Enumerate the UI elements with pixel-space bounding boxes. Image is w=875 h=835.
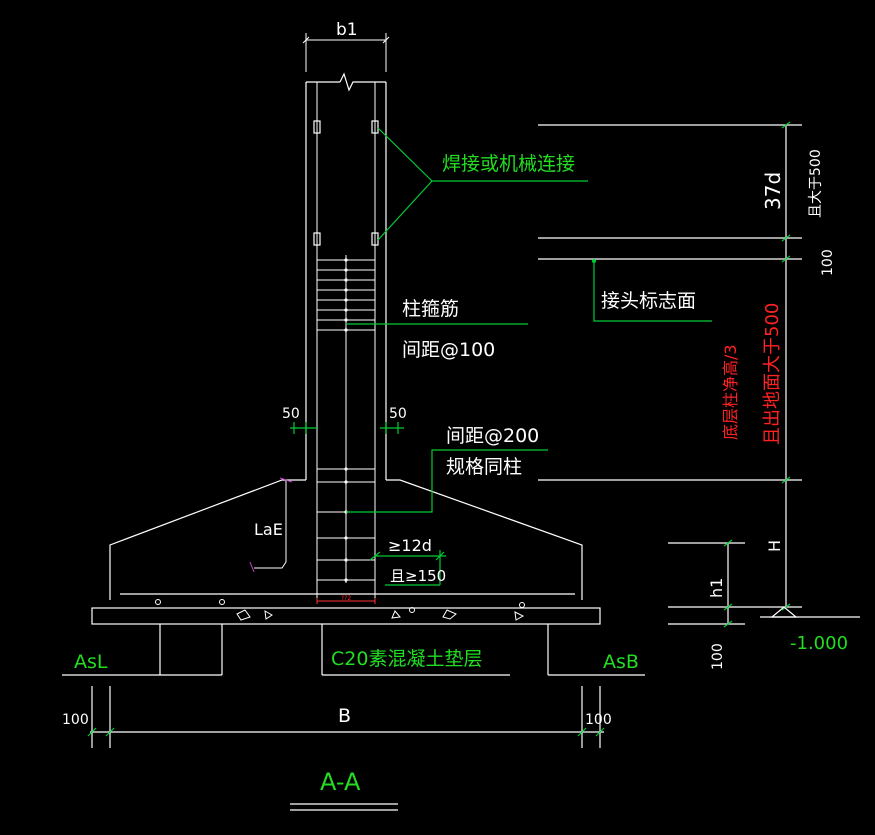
stirrup-dot: [344, 308, 348, 312]
stirrup-label: 柱箍筋: [402, 298, 459, 320]
stirrup-dot: [344, 258, 348, 262]
b1-dimension: [302, 33, 390, 72]
red-line1-label: 底层柱净高/3: [721, 344, 740, 440]
dim-B-label: B: [338, 705, 351, 727]
footing-outline: [62, 479, 645, 676]
elevation-marker: [760, 606, 860, 618]
weld-leader: [377, 127, 588, 241]
stirrup-dot: [344, 536, 348, 540]
stirrup-dot: [344, 328, 348, 332]
lae-label: LaE: [254, 520, 283, 539]
asb-label: AsB: [603, 651, 639, 673]
stirrup-dot: [344, 578, 348, 582]
fifty-left-label: 50: [282, 406, 300, 422]
lae-hook: [249, 477, 293, 573]
dim-100-rightb-label: 100: [585, 712, 612, 728]
dim-37d-label: 37d: [761, 172, 785, 210]
h-label: H: [765, 540, 784, 552]
stirrup-dot: [344, 288, 348, 292]
stirrup-dot: [344, 298, 348, 302]
stirrups-spacing-100: [317, 258, 375, 471]
longitudinal-bars: [313, 82, 379, 600]
section-title: A-A: [320, 768, 361, 796]
same-spec-label: 规格同柱: [446, 456, 522, 478]
section-underline: [290, 803, 398, 811]
spacing100-label: 间距@100: [402, 339, 495, 361]
ge12d-dimension: [369, 550, 446, 586]
dim-100-right-label: 100: [710, 643, 726, 670]
column-outline: [305, 72, 387, 480]
ge500-label: 且大于500: [808, 149, 824, 218]
red-line2-label: 且出地面大于500: [762, 303, 783, 445]
asl-label: AsL: [74, 651, 108, 673]
joint-face-leader: [592, 259, 712, 322]
spacing200-label: 间距@200: [446, 425, 539, 447]
dim-100-top-label: 100: [820, 249, 836, 276]
dimension-ticks: [723, 121, 791, 628]
ge12d-label: ≥12d: [388, 536, 432, 555]
weld-label: 焊接或机械连接: [442, 153, 575, 175]
stirrup-dot: [344, 268, 348, 272]
bottom-rebar-mark: [316, 598, 376, 604]
b-dimension: [87, 686, 605, 748]
tiny-center-label: ??2: [341, 595, 351, 602]
b1-label: b1: [336, 20, 358, 40]
stirrup-dot: [344, 318, 348, 322]
stirrup-dot: [344, 480, 348, 484]
footing-stirrup-leader: [346, 449, 548, 513]
fifty-right-label: 50: [389, 406, 407, 422]
fifty-markers: [290, 422, 404, 434]
dim-100-left-label: 100: [62, 712, 89, 728]
stirrup-dot: [344, 278, 348, 282]
c20-label: C20素混凝土垫层: [331, 648, 482, 670]
stirrup-dot: [344, 558, 348, 562]
stirrup-dot: [344, 467, 348, 471]
elevation-label: -1.000: [790, 633, 848, 654]
joint-face-label: 接头标志面: [601, 290, 696, 312]
reference-lines: [538, 124, 802, 625]
h1-label: h1: [707, 578, 726, 598]
ge150-label: 且≥150: [390, 567, 446, 585]
cushion-aggregate: [155, 599, 525, 621]
